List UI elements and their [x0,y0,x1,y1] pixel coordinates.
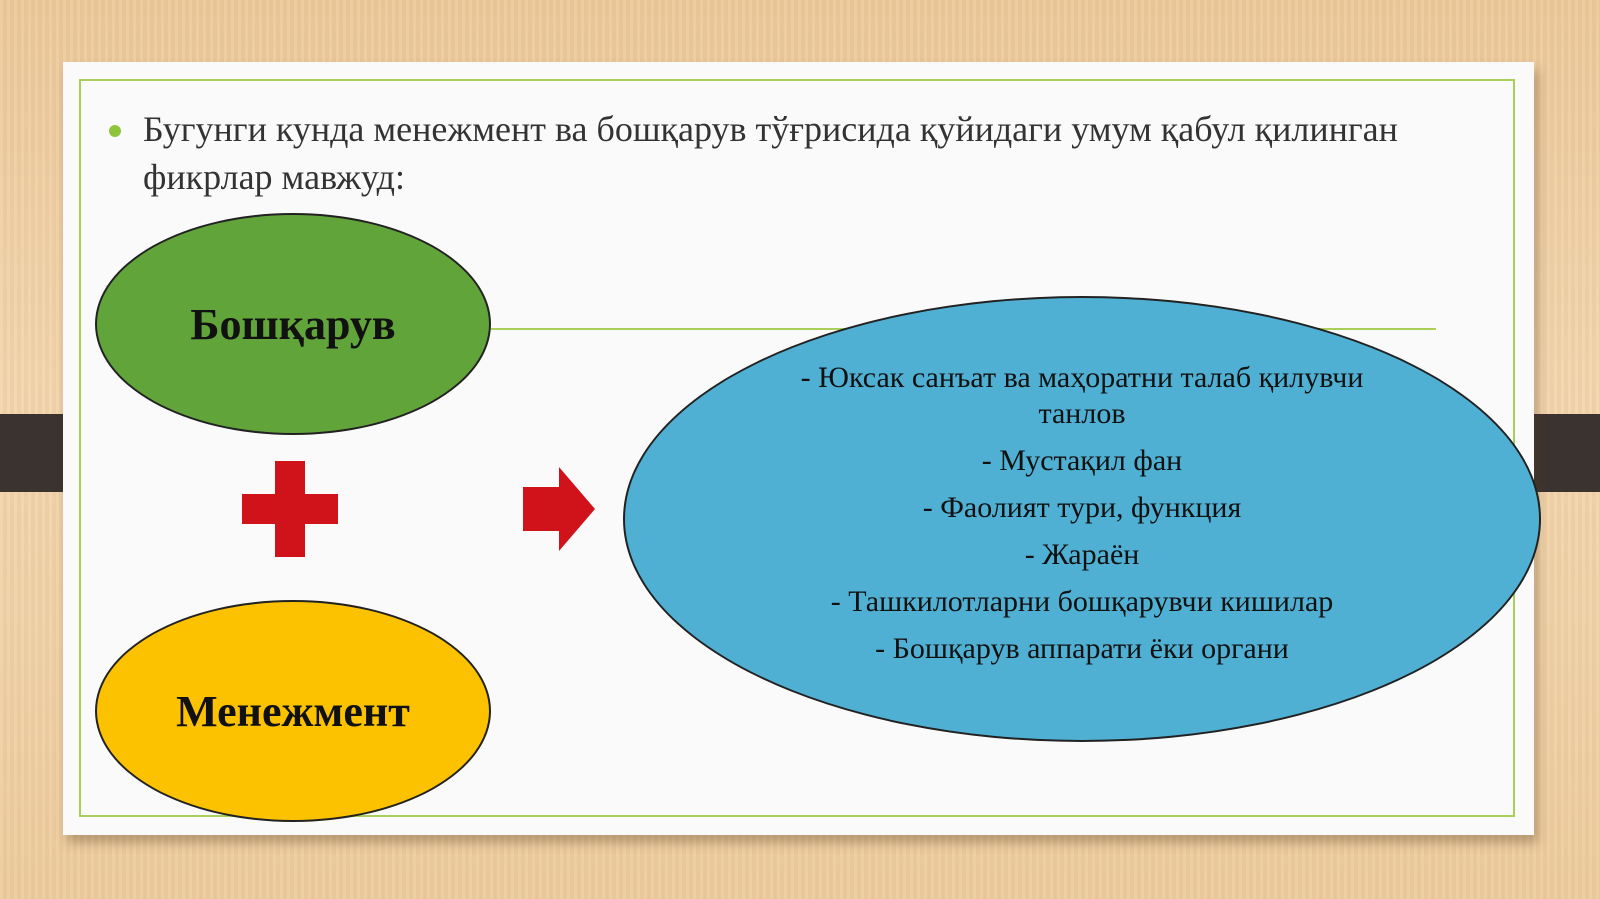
result-list: - Юксак санъат ва маҳоратни талаб қилувч… [762,360,1402,678]
result-item: - Фаолият тури, функция [922,491,1242,524]
ellipse-boshqaruv-label: Бошқарув [190,299,396,349]
ellipse-menejment: Менежмент [95,600,491,822]
result-item: - Мустақил фан [981,444,1183,477]
slide-frame: Бугунги кунда менежмент ва бошқарув тўғр… [79,79,1541,822]
slide-heading: Бугунги кунда менежмент ва бошқарув тўғр… [143,109,1398,197]
arrow-right-icon [523,467,595,551]
result-item: - Бошқарув аппарати ёки органи [875,632,1289,665]
result-item: - Жараён [1024,538,1140,571]
result-item: - Ташкилотларни бошқарувчи кишилар [830,585,1334,618]
ellipse-menejment-label: Менежмент [176,686,410,736]
plus-icon [242,461,338,557]
ellipse-result: - Юксак санъат ва маҳоратни талаб қилувч… [623,296,1541,742]
result-item: - Юксак санъат ва маҳоратни талаб қилувч… [800,361,1364,430]
slide-card: Бугунги кунда менежмент ва бошқарув тўғр… [63,62,1541,835]
ellipse-boshqaruv: Бошқарув [95,213,491,435]
bullet-dot [109,125,121,137]
